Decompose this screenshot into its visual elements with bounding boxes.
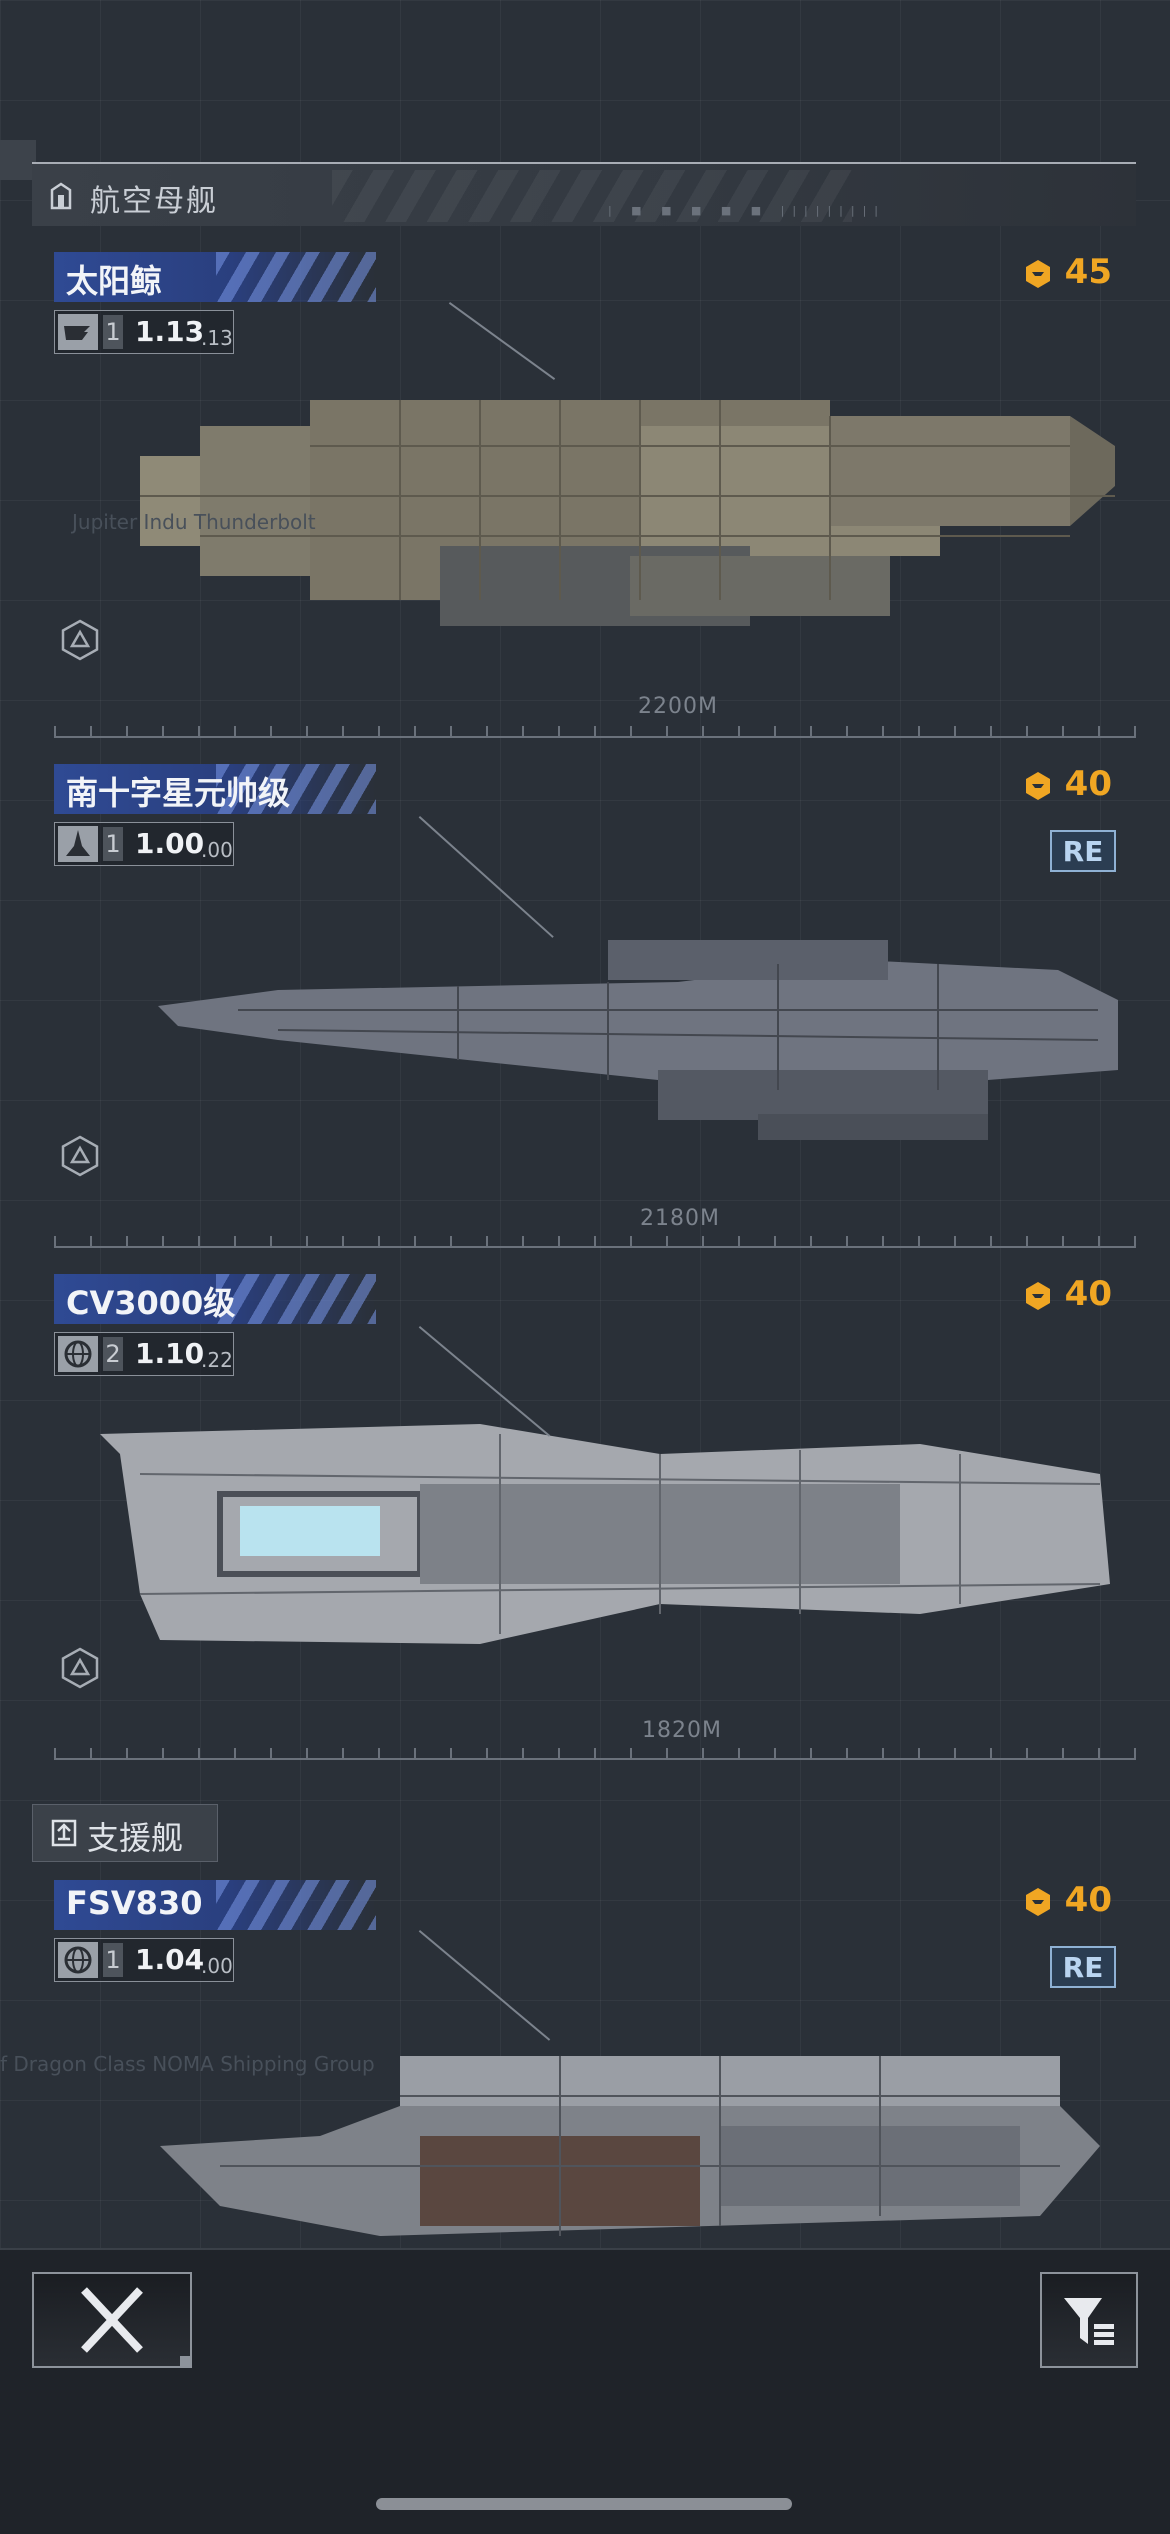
ship-stat-box: 1 1.13 .13 [54, 310, 234, 354]
section-codes: | ■ ■ ■ ■ ■ ||||||||| [607, 204, 886, 217]
cost-value: 40 [1064, 1274, 1112, 1314]
home-indicator[interactable] [376, 2498, 792, 2510]
banner-hatch [216, 764, 376, 814]
globe-class-icon [58, 1336, 98, 1372]
ship-sub-value: .00 [201, 838, 233, 862]
ship-image-southern-cross [158, 940, 1118, 1140]
support-section-icon [51, 1819, 77, 1847]
cost-value: 45 [1064, 252, 1112, 292]
bottom-toolbar [0, 2248, 1170, 2534]
leader-line [418, 1930, 551, 2041]
ship-length: 1820M [642, 1718, 722, 1743]
ruler-ticks [54, 1236, 1136, 1246]
ship-sub-value: .13 [201, 326, 233, 350]
ship-length: 2180M [640, 1206, 720, 1231]
fighter-class-icon [58, 826, 98, 862]
carrier-class-icon [58, 314, 98, 350]
background-ship-label: Jupiter Indu Thunderbolt [72, 510, 316, 534]
section-header-support: 支援舰 [32, 1804, 218, 1862]
ship-stat-box: 2 1.10 .22 [54, 1332, 234, 1376]
ship-sub-value: .22 [201, 1348, 233, 1372]
ship-image-sunwhale [140, 400, 1115, 626]
ship-tier: 1 [103, 827, 123, 861]
ship-value: 1.13 [135, 315, 205, 348]
ship-image-fsv830 [160, 2056, 1100, 2236]
banner-hatch [216, 252, 376, 302]
length-ruler [54, 1232, 1136, 1248]
ship-detail-hex-icon[interactable] [58, 1646, 102, 1690]
ship-name: 南十字星元帅级 [66, 774, 291, 812]
ship-stat-box: 1 1.00 .00 [54, 822, 234, 866]
cost-coin-icon [1026, 1282, 1050, 1310]
ship-detail-hex-icon[interactable] [58, 618, 102, 662]
ship-name: 太阳鲸 [66, 262, 163, 300]
ruler-ticks [54, 726, 1136, 736]
ship-name-banner: CV3000级 [54, 1274, 376, 1324]
close-icon [81, 2287, 190, 2366]
ship-image-cv3000 [100, 1424, 1110, 1644]
filter-button[interactable] [1040, 2272, 1138, 2368]
ship-tier: 2 [103, 1337, 123, 1371]
banner-hatch [216, 1274, 376, 1324]
corner-marker [0, 140, 36, 180]
ship-detail-hex-icon[interactable] [58, 1134, 102, 1178]
leader-line [448, 302, 556, 381]
cost-coin-icon [1026, 1888, 1050, 1916]
cost-value: 40 [1064, 764, 1112, 804]
globe-class-icon [58, 1942, 98, 1978]
cost-coin-icon [1026, 772, 1050, 800]
length-ruler [54, 1744, 1136, 1760]
header-stripes [332, 170, 852, 222]
re-badge: RE [1050, 1946, 1116, 1988]
background-ship-label: f Dragon Class NOMA Shipping Group [0, 2052, 375, 2076]
ship-tier: 1 [103, 315, 123, 349]
ship-name: FSV830 [66, 1884, 203, 1922]
carrier-section-icon [50, 182, 72, 210]
ship-sub-value: .00 [201, 1954, 233, 1978]
section-title: 支援舰 [87, 1819, 184, 1857]
section-title: 航空母舰 [90, 184, 218, 219]
ship-stat-box: 1 1.04 .00 [54, 1938, 234, 1982]
filter-icon [1064, 2298, 1114, 2345]
section-header-carriers: 航空母舰 | ■ ■ ■ ■ ■ ||||||||| [32, 162, 1136, 226]
ship-tier: 1 [103, 1943, 123, 1977]
ship-name-banner: 南十字星元帅级 [54, 764, 376, 814]
re-badge: RE [1050, 830, 1116, 872]
length-ruler [54, 722, 1136, 738]
ship-name-banner: FSV830 [54, 1880, 376, 1930]
banner-hatch [216, 1880, 376, 1930]
ship-value: 1.00 [135, 827, 205, 860]
ship-value: 1.04 [135, 1943, 205, 1976]
ship-name: CV3000级 [66, 1284, 236, 1322]
close-button[interactable] [32, 2272, 192, 2368]
cost-value: 40 [1064, 1880, 1112, 1920]
leader-line [418, 816, 554, 938]
ruler-ticks [54, 1748, 1136, 1758]
cost-coin-icon [1026, 260, 1050, 288]
ship-length: 2200M [638, 694, 718, 719]
ship-value: 1.10 [135, 1337, 205, 1370]
ship-name-banner: 太阳鲸 [54, 252, 376, 302]
